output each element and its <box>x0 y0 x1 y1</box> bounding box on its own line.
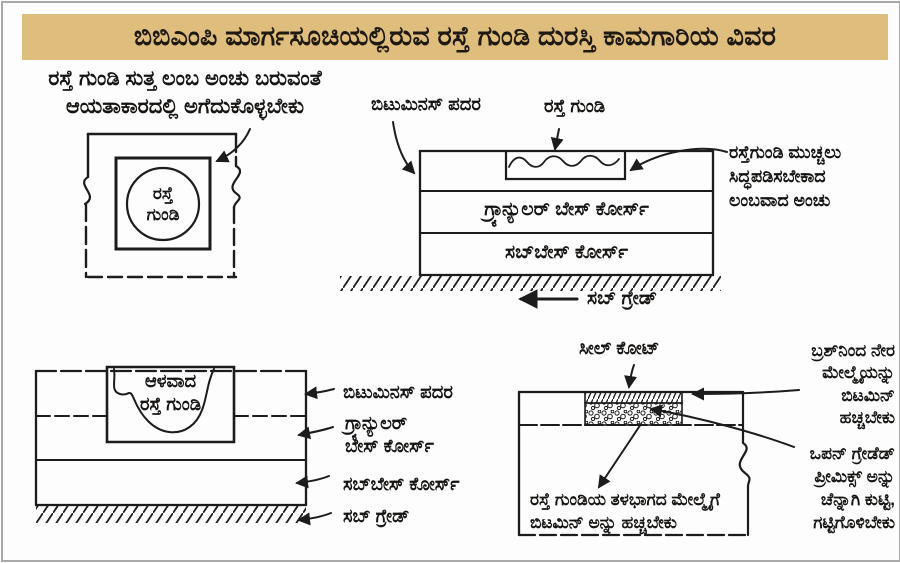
deep-pothole-section <box>36 367 334 526</box>
deep-bituminous-label: ಬಿಟುಮಿನಸ್ ಪದರ <box>343 382 453 402</box>
deep-granular-label: ಗ್ರ್ಯಾನ್ಯುಲರ್ ಬೇಸ್ ಕೋರ್ಸ್ <box>345 413 434 457</box>
fresh-subbase-layer-label: ಸಬ್‌ಬೇಸ್ ಕೋರ್ಸ್ <box>505 242 628 263</box>
plan-pothole-circle <box>127 168 199 240</box>
fill-bottom-arrow-icon <box>597 424 641 489</box>
fill-premix-note: ಒಪನ್ ಗ್ರೇಡೆಡ್ ಪ್ರೀಮಿಕ್ಸ್ ಅನ್ನು ಚೆನ್ನಾಗಿ … <box>809 444 895 532</box>
fresh-subgrade-hatch <box>340 276 721 291</box>
fresh-pothole-box <box>506 151 625 179</box>
fresh-pothole-label: ರಸ್ತೆ ಗುಂಡಿ <box>544 96 606 116</box>
fresh-pothole-wave <box>509 156 619 167</box>
page-title: ಬಿಬಿಎಂಪಿ ಮಾರ್ಗಸೂಚಿಯಲ್ಲಿರುವ ರಸ್ತೆ ಗುಂಡಿ ದ… <box>22 14 888 60</box>
plan-cut-rectangle <box>116 158 210 249</box>
deep-pothole-label: ಆಳವಾದ ರಸ್ತೆ ಗುಂಡಿ <box>139 371 202 414</box>
fill-brush-note: ಬ್ರಶ್‌ನಿಂದ ನೇರ ಮೇಲ್ಮೈಯನ್ನು ಬಿಟಮಿನ್ ಹಚ್ಚಬ… <box>811 341 895 428</box>
plan-pothole-label: ರಸ್ತೆ ಗುಂಡಿ <box>146 184 180 225</box>
fresh-subgrade-label: ಸಬ್ ಗ್ರೇಡ್ <box>587 288 658 309</box>
deep-bituminous-arrow-icon <box>304 386 334 400</box>
deep-granular-arrow-icon <box>297 427 333 440</box>
fill-brush-arrow-icon <box>691 387 799 401</box>
plan-outer-right-break <box>232 166 240 207</box>
deep-subbase-label: ಸಬ್‌ಬೇಸ್ ಕೋರ್ಸ್ <box>343 474 460 494</box>
deep-subgrade-arrow-icon <box>297 513 331 526</box>
deep-subbase-arrow-icon <box>295 476 329 489</box>
fill-sealcoat-label: ಸೀಲ್ ಕೋಟ್ <box>579 338 660 358</box>
fill-premix-arrow-icon <box>649 404 794 447</box>
plan-edge-arrow-icon <box>215 129 250 163</box>
fresh-edge-note-arrow-icon <box>629 149 727 172</box>
deep-pothole-wave <box>114 369 214 432</box>
fresh-bituminous-arrow-icon <box>393 122 416 175</box>
fill-bottom-note: ರಸ್ತೆ ಗುಂಡಿಯ ತಳಭಾಗದ ಮೇಲ್ಮೈಗೆ ಬಿಟಮಿನ್ ಅನ್… <box>530 490 720 532</box>
fill-box-right-break <box>740 392 750 535</box>
deep-subgrade-hatch <box>36 506 306 523</box>
filled-pothole-section <box>519 365 799 535</box>
fresh-granular-layer-label: ಗ್ರ್ಯಾನ್ಯುಲರ್ ಬೇಸ್ ಕೋರ್ಸ್ <box>484 199 649 220</box>
plan-view-diagram <box>84 129 250 277</box>
diagram-linework <box>3 3 899 560</box>
fill-premix-body <box>585 403 682 425</box>
plan-outer-left-break <box>84 177 90 204</box>
fresh-box <box>420 151 713 275</box>
plan-instruction-text: ರಸ್ತೆ ಗುಂಡಿ ಸುತ್ತ ಲಂಬ ಅಂಚು ಬರುವಂತೆ ಆಯತಾಕ… <box>48 67 322 118</box>
fresh-pothole-section <box>340 122 727 309</box>
fill-sealcoat-arrow-icon <box>624 365 637 389</box>
fresh-pothole-arrow-icon <box>550 129 564 151</box>
deep-pothole-box <box>107 367 234 442</box>
fresh-bituminous-label: ಬಿಟುಮಿನಸ್ ಪದರ <box>371 94 481 114</box>
fresh-vertical-edge-note: ರಸ್ತೆಗುಂಡಿ ಮುಚ್ಚಲು ಸಿದ್ಧಪಡಿಸಬೇಕಾದ ಲಂಬವಾದ… <box>729 142 842 211</box>
deep-subgrade-label: ಸಬ್ ಗ್ರೇಡ್ <box>343 506 410 526</box>
fill-sealcoat-strip <box>585 392 682 403</box>
